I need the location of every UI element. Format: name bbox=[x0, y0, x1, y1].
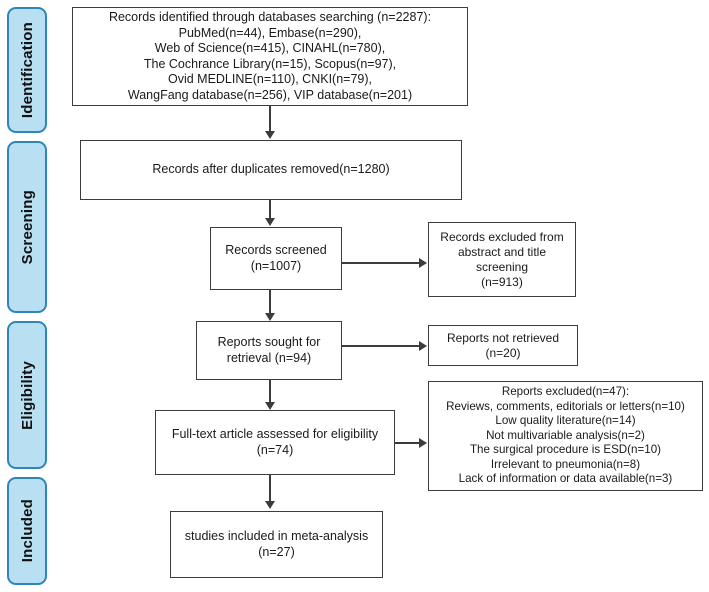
stage-label-identification: Identification bbox=[7, 7, 47, 133]
arrow-fulltext-to-reports-excluded bbox=[419, 438, 427, 448]
connector-fulltext-to-reports-excluded bbox=[395, 442, 420, 444]
connector-duplicates-to-screened bbox=[269, 200, 271, 220]
arrow-sought-to-fulltext bbox=[265, 402, 275, 410]
stage-label-screening: Screening bbox=[7, 141, 47, 313]
box-records-identified-text: Records identified through databases sea… bbox=[108, 10, 432, 102]
box-records-screened: Records screened (n=1007) bbox=[210, 227, 342, 290]
arrow-screened-to-sought bbox=[265, 313, 275, 321]
box-reports-sought: Reports sought for retrieval (n=94) bbox=[196, 321, 342, 380]
box-duplicates-removed: Records after duplicates removed(n=1280) bbox=[80, 140, 462, 200]
box-reports-sought-text: Reports sought for retrieval (n=94) bbox=[217, 335, 321, 365]
box-studies-included-text: studies included in meta-analysis (n=27) bbox=[184, 529, 369, 559]
stage-label-eligibility: Eligibility bbox=[7, 321, 47, 469]
box-reports-not-retrieved-text: Reports not retrieved (n=20) bbox=[446, 330, 560, 360]
connector-screened-to-sought bbox=[269, 290, 271, 315]
connector-sought-to-fulltext bbox=[269, 380, 271, 404]
arrow-screened-to-excluded bbox=[419, 258, 427, 268]
box-records-identified: Records identified through databases sea… bbox=[72, 7, 468, 106]
arrow-sought-to-not-retrieved bbox=[419, 341, 427, 351]
stage-label-screening-text: Screening bbox=[18, 189, 36, 265]
box-reports-excluded: Reports excluded(n=47): Reviews, comment… bbox=[428, 381, 703, 491]
arrow-duplicates-to-screened bbox=[265, 218, 275, 226]
box-fulltext-assessed: Full-text article assessed for eligibili… bbox=[155, 410, 395, 475]
box-records-excluded-text: Records excluded from abstract and title… bbox=[440, 229, 564, 289]
arrow-fulltext-to-included bbox=[265, 501, 275, 509]
box-records-excluded: Records excluded from abstract and title… bbox=[428, 222, 576, 297]
box-duplicates-removed-text: Records after duplicates removed(n=1280) bbox=[152, 162, 390, 177]
stage-label-included: Included bbox=[7, 477, 47, 585]
box-fulltext-assessed-text: Full-text article assessed for eligibili… bbox=[171, 427, 379, 457]
stage-label-included-text: Included bbox=[18, 499, 36, 563]
arrow-identified-to-duplicates bbox=[265, 131, 275, 139]
stage-label-identification-text: Identification bbox=[18, 21, 36, 119]
stage-label-eligibility-text: Eligibility bbox=[18, 360, 36, 430]
connector-screened-to-excluded bbox=[342, 262, 420, 264]
box-records-screened-text: Records screened (n=1007) bbox=[225, 243, 327, 273]
box-reports-not-retrieved: Reports not retrieved (n=20) bbox=[428, 325, 578, 366]
connector-fulltext-to-included bbox=[269, 475, 271, 503]
box-studies-included: studies included in meta-analysis (n=27) bbox=[170, 511, 383, 578]
box-reports-excluded-text: Reports excluded(n=47): Reviews, comment… bbox=[446, 384, 685, 486]
connector-sought-to-not-retrieved bbox=[342, 345, 420, 347]
connector-identified-to-duplicates bbox=[269, 106, 271, 133]
